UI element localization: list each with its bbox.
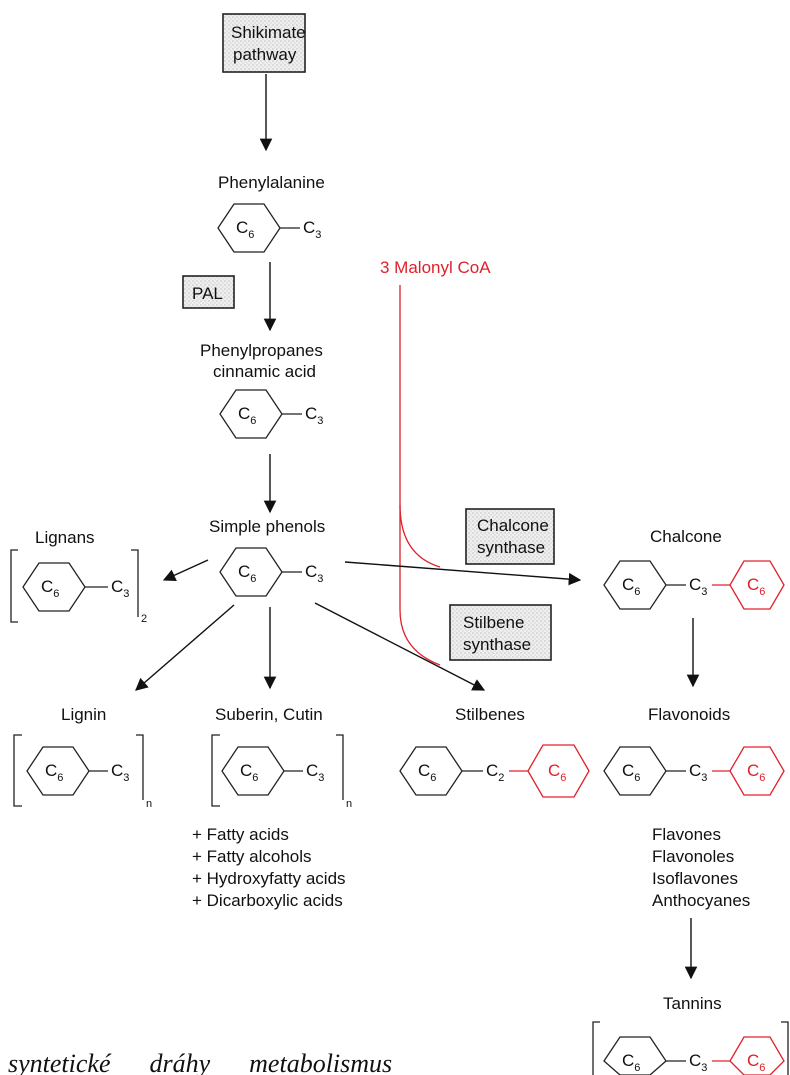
phenylpropanes-structure: C6 C3 [219, 389, 323, 439]
suberin-component: + Dicarboxylic acids [192, 891, 343, 910]
tannins-structure: C6 C3 C6 [592, 1021, 789, 1075]
side-chain-label: C3 [303, 218, 321, 241]
ring-label: C6 [41, 577, 59, 600]
side-chain-label: C3 [111, 761, 129, 784]
ring-label: C6 [45, 761, 63, 784]
ring-label: C6 [238, 562, 256, 585]
stilbene-synthase-line1: Stilbene [463, 613, 524, 632]
side-chain-label: C3 [111, 577, 129, 600]
shikimate-label-line2: pathway [233, 45, 297, 64]
stilbene-synthase-line2: synthase [463, 635, 531, 654]
ring-label: C6 [622, 761, 640, 784]
phenylalanine-label: Phenylalanine [218, 173, 325, 192]
benzene-ring [217, 203, 281, 253]
flavonoid-class: Flavones [652, 825, 721, 844]
right-bracket [781, 1021, 789, 1075]
ring-label: C6 [240, 761, 258, 784]
chalcone-structure: C6 C3 C6 [603, 560, 785, 610]
simple-phenols-label: Simple phenols [209, 517, 325, 536]
suberin-component: + Fatty acids [192, 825, 289, 844]
ring-label: C6 [236, 218, 254, 241]
arrow-to-lignans [162, 559, 209, 582]
malonyl-coa-label: 3 Malonyl CoA [380, 258, 491, 277]
phenylalanine-structure: C6 C3 [217, 203, 321, 253]
side-chain-label: C3 [305, 404, 323, 427]
benzene-ring [26, 746, 90, 796]
suberin-components-list: + Fatty acids + Fatty alcohols + Hydroxy… [192, 825, 346, 910]
caption-text: syntetické dráhy metabolismus [8, 1049, 392, 1075]
stilbene-synthase-box: Stilbene synthase [449, 604, 552, 661]
pal-label: PAL [192, 284, 223, 303]
chalcone-synthase-box: Chalcone synthase [465, 508, 555, 565]
side-chain-label: C3 [689, 761, 707, 784]
malonyl-to-stilbene-curve [399, 505, 441, 666]
flavonoids-structure: C6 C3 C6 [603, 746, 785, 796]
subscript-n: n [346, 798, 352, 810]
red-benzene-ring [729, 1036, 785, 1075]
red-ring-label: C6 [548, 761, 566, 784]
red-ring-label: C6 [747, 761, 765, 784]
side-chain-label: C3 [305, 562, 323, 585]
side-chain-label: C3 [689, 575, 707, 598]
benzene-ring [221, 746, 285, 796]
red-ring-label: C6 [747, 1051, 765, 1074]
chalcone-synthase-line1: Chalcone [477, 516, 549, 535]
simple-phenols-structure: C6 C3 [219, 547, 323, 597]
chalcone-synthase-line2: synthase [477, 538, 545, 557]
arrow-to-lignin [135, 604, 235, 691]
phenylpropanes-label-line2: cinnamic acid [213, 362, 316, 381]
left-bracket [13, 734, 22, 807]
ring-label: C6 [418, 761, 436, 784]
red-benzene-ring [729, 746, 785, 796]
stilbenes-label: Stilbenes [455, 705, 525, 724]
side-chain-label: C3 [689, 1051, 707, 1074]
shikimate-pathway-box: Shikimate pathway [222, 13, 306, 73]
suberin-component: + Hydroxyfatty acids [192, 869, 346, 888]
arrow-to-chalcone [344, 561, 582, 586]
subscript-2: 2 [141, 613, 147, 625]
lignin-label: Lignin [61, 705, 106, 724]
benzene-ring [399, 746, 463, 796]
flavonoid-classes-list: Flavones Flavonoles Isoflavones Anthocya… [652, 825, 750, 910]
ring-label: C6 [622, 1051, 640, 1074]
lignin-structure: C6 C3 n [13, 734, 152, 810]
right-bracket [136, 734, 144, 800]
left-bracket [10, 549, 18, 623]
subscript-n: n [146, 798, 152, 810]
flavonoid-class: Isoflavones [652, 869, 738, 888]
flavonoids-label: Flavonoids [648, 705, 730, 724]
right-bracket [131, 549, 139, 617]
arrow-to-stilbenes [314, 602, 486, 691]
malonyl-to-chalcone-curve [399, 285, 441, 568]
side-chain-label: C2 [486, 761, 504, 784]
shikimate-label-line1: Shikimate [231, 23, 306, 42]
suberin-cutin-structure: C6 C3 n [211, 734, 352, 810]
right-bracket [336, 734, 344, 800]
suberin-cutin-label: Suberin, Cutin [215, 705, 323, 724]
benzene-ring [603, 560, 667, 610]
flavonoid-class: Anthocyanes [652, 891, 750, 910]
benzene-ring [219, 389, 283, 439]
pal-enzyme-box: PAL [182, 275, 235, 309]
side-chain-label: C3 [306, 761, 324, 784]
red-benzene-ring [729, 560, 785, 610]
suberin-component: + Fatty alcohols [192, 847, 312, 866]
benzene-ring [603, 746, 667, 796]
ring-label: C6 [238, 404, 256, 427]
red-benzene-ring [527, 744, 590, 798]
ring-label: C6 [622, 575, 640, 598]
phenylpropanes-label-line1: Phenylpropanes [200, 341, 323, 360]
chalcone-label: Chalcone [650, 527, 722, 546]
flavonoid-class: Flavonoles [652, 847, 734, 866]
benzene-ring [22, 562, 86, 612]
left-bracket [592, 1021, 600, 1075]
stilbenes-structure: C6 C2 C6 [399, 744, 590, 798]
tannins-label: Tannins [663, 994, 722, 1013]
left-bracket [211, 734, 220, 807]
benzene-ring [219, 547, 283, 597]
red-ring-label: C6 [747, 575, 765, 598]
lignans-structure: C6 C3 2 [10, 549, 147, 625]
lignans-label: Lignans [35, 528, 95, 547]
